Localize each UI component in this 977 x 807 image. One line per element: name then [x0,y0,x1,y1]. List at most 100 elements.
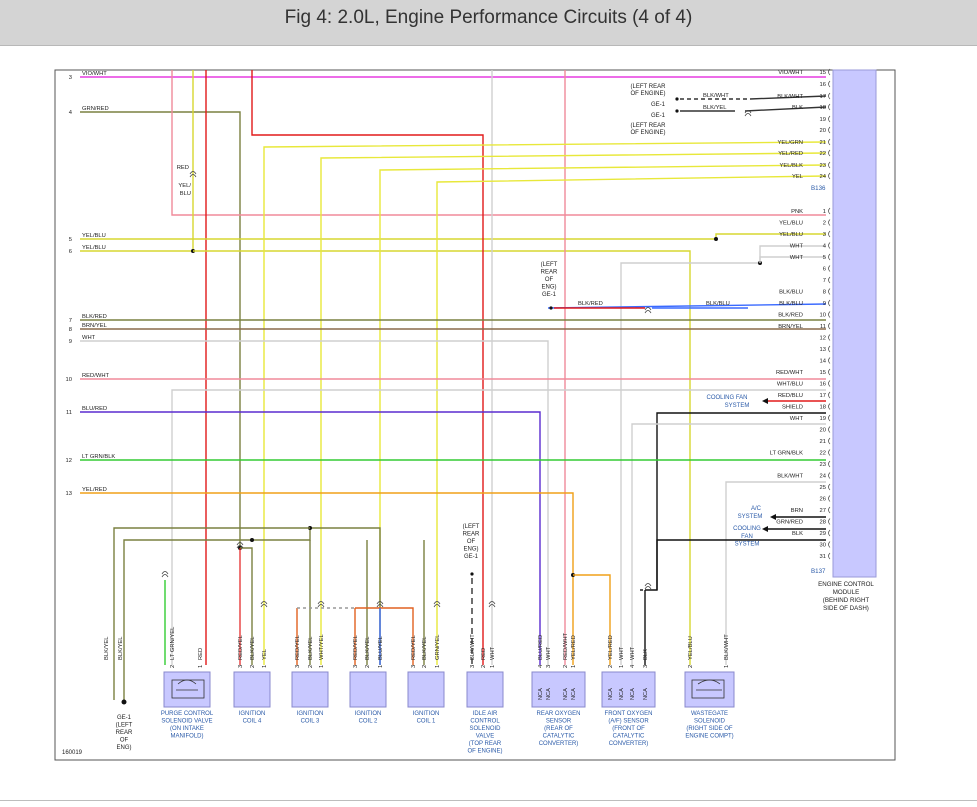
wire-number: 10 [66,377,72,383]
pin-wire-label: YEL [262,648,268,660]
pin-number: 28 [820,520,826,526]
pin-number: 12 [820,336,826,342]
wire-label: BLK/RED [578,301,603,307]
pin-number: 1 [724,665,730,668]
wire-label: BLU/RED [82,406,107,412]
pin-socket [828,253,831,261]
pin-number: 21 [820,140,826,146]
pin-wire-label: BLK/WHT [777,94,803,100]
wire-blk-wht [725,481,826,665]
pin-wire-label: YEL/RED [571,635,577,660]
wire-blu-red [80,411,541,665]
wire-pnk [171,70,826,216]
pin-socket [828,242,831,249]
component-name: PURGE CONTROL [161,711,214,717]
pin-number: 10 [820,313,826,319]
ground-label: OF ENGINE) [630,130,665,136]
pin-number: 3 [546,665,552,668]
pin-number: 17 [820,94,826,100]
pin-socket [828,230,831,238]
nca-label: NCA [643,688,649,700]
pin-socket [828,265,831,272]
pin-number: 1 [490,665,496,668]
harness-break [260,601,268,608]
component-name: COIL 4 [243,719,262,725]
pin-number: 3 [823,232,826,238]
pin-wire-label: BLK [643,649,649,660]
figure-code: 160019 [62,750,83,756]
component-wastegate [684,671,735,708]
nca-label: NCA [608,688,614,700]
pin-wire-label: GRN/YEL [435,634,441,660]
wire-blk-yel-harness [123,527,381,700]
ground-label: GE-1 [542,292,557,298]
ground-label: (LEFT [116,723,133,729]
pin-socket [828,472,831,479]
arrow-icon [762,526,768,532]
wire-label: BLK/WHT [703,93,729,99]
connector-b136-label: B136 [811,185,826,192]
component-coil1 [407,671,445,708]
component-name: CATALYTIC [613,734,645,740]
ground-top-blk-wht [749,95,827,100]
pin-socket [828,92,831,100]
component-name: ENGINE COMPT) [685,734,733,740]
cooling-fan-link: COOLING FAN [706,395,747,401]
ground-label: ENG) [542,285,557,291]
wire-number: 12 [66,458,72,464]
pin-wire-label: BLK/BLU [779,290,803,296]
component-name: SOLENOID [469,726,501,732]
wire-label: YEL/RED [82,487,107,493]
pin-socket [828,449,831,456]
pin-number: 2 [365,665,371,668]
pin-wire-label: WHT [630,646,636,660]
component-name: CONVERTER) [609,741,649,747]
pin-wire-label: BLK/BLU [779,301,803,307]
pin-number: 22 [820,451,826,457]
pin-wire-label: WHT [619,646,625,660]
wire-wht-blu [171,389,826,665]
pin-wire-label: YEL/GRN [778,140,803,146]
wire-label: BLK/YEL [703,105,727,111]
wire-label: BRN/YEL [82,323,108,329]
wire-number: 13 [66,491,72,497]
component-name: (TOP REAR [469,741,502,747]
wire-number: 4 [69,110,73,116]
wire-label: BLK/RED [82,314,107,320]
splice-dot [714,237,718,241]
cooling-fan-link: FAN [741,534,753,540]
pin-socket [828,529,831,537]
solenoid-icon [171,679,205,699]
wire-label: YEL/ [178,183,191,189]
pin-wire-label: WHT [790,416,804,422]
wire-yel-blk [379,164,827,665]
ground-label: GE-1 [651,113,666,119]
pin-number: 3 [295,665,301,668]
pin-wire-label: YEL/BLK [779,163,803,169]
harness-break [317,601,325,608]
pin-wire-label: WHT [790,244,804,250]
ground-icon [549,306,553,310]
ground-wire-label: BLK/YEL [118,636,124,660]
label-layer: 15VIO/WHT1617BLK/WHT18BLK192021YEL/GRN22… [62,70,874,756]
pin-number: 17 [820,393,826,399]
pin-wire-label: BLU/RED [538,635,544,660]
wire-label: VIO/WHT [82,71,107,77]
pin-socket [828,288,831,295]
pin-wire-label: LT GRN/YEL [170,626,176,660]
pin-wire-label: BLK/WHT [724,634,730,660]
pin-wire-label: RED/YEL [238,634,244,660]
pin-wire-label: VIO/WHT [778,70,803,76]
component-coil3 [291,671,329,708]
pin-number: 2 [250,665,256,668]
ground-icon [121,699,127,705]
pin-wire-label: RED/BLU [778,393,803,399]
harness-break [488,601,496,608]
pin-wire-label: BLK [792,105,803,111]
wire-blk-yel-harness-2 [113,527,310,700]
nca-label: NCA [619,688,625,700]
wire-shield [645,412,826,591]
component-name: OF ENGINE) [467,749,502,755]
harness-break [376,601,384,608]
ground-label: OF [467,539,476,545]
